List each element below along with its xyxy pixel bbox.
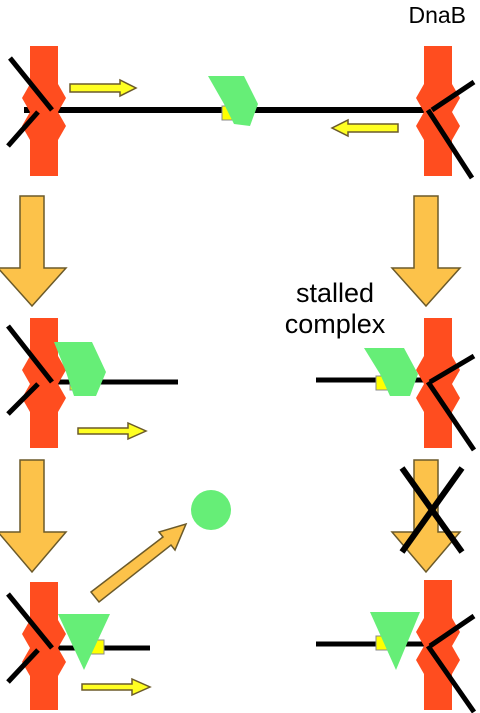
- left-helicase: [22, 582, 66, 710]
- row-1: [6, 46, 476, 180]
- left-fork-strand-lower: [6, 110, 40, 148]
- stalled-complex-label: stalled complex: [284, 278, 386, 340]
- step-arrow-left-1: [0, 195, 68, 308]
- right-fork-strand-upper: [430, 79, 476, 113]
- tus-protein: [54, 342, 106, 396]
- row-3: [6, 580, 477, 713]
- direction-arrow-right: [69, 78, 138, 98]
- step-arrow-right-1: [390, 195, 462, 308]
- right-fork-strand-upper: [428, 613, 476, 649]
- left-fork-strand-upper: [8, 56, 54, 112]
- right-helicase: [416, 318, 460, 448]
- row-2: [6, 318, 477, 452]
- tus-protein: [208, 76, 258, 126]
- stalled-label-line2: complex: [284, 309, 386, 339]
- tus-protein: [370, 612, 420, 670]
- left-fork-strand-lower: [6, 648, 40, 684]
- right-fork-strand-upper: [428, 353, 476, 385]
- dnab-label: DnaB: [408, 2, 466, 28]
- right-fork-strand-lower: [425, 644, 477, 713]
- left-helicase: [22, 46, 66, 176]
- release-arrow: [89, 522, 188, 604]
- stalled-label-line1: stalled: [295, 278, 375, 308]
- left-fork-strand-lower: [6, 382, 40, 416]
- tus-protein: [364, 348, 418, 396]
- tus-protein-dissociating: [58, 614, 110, 670]
- left-fork-strand-upper: [6, 324, 54, 384]
- direction-arrow-right: [77, 421, 148, 441]
- step-arrow-left-2: [0, 459, 68, 574]
- right-fork-strand-lower: [425, 380, 477, 452]
- released-tus: [191, 490, 231, 530]
- direction-arrow-left: [330, 118, 399, 138]
- left-helicase: [22, 318, 66, 448]
- x-cross-icon: [399, 466, 465, 554]
- direction-arrow-right: [81, 677, 152, 697]
- left-fork-strand-upper: [6, 592, 54, 650]
- right-fork-strand-lower: [425, 108, 475, 180]
